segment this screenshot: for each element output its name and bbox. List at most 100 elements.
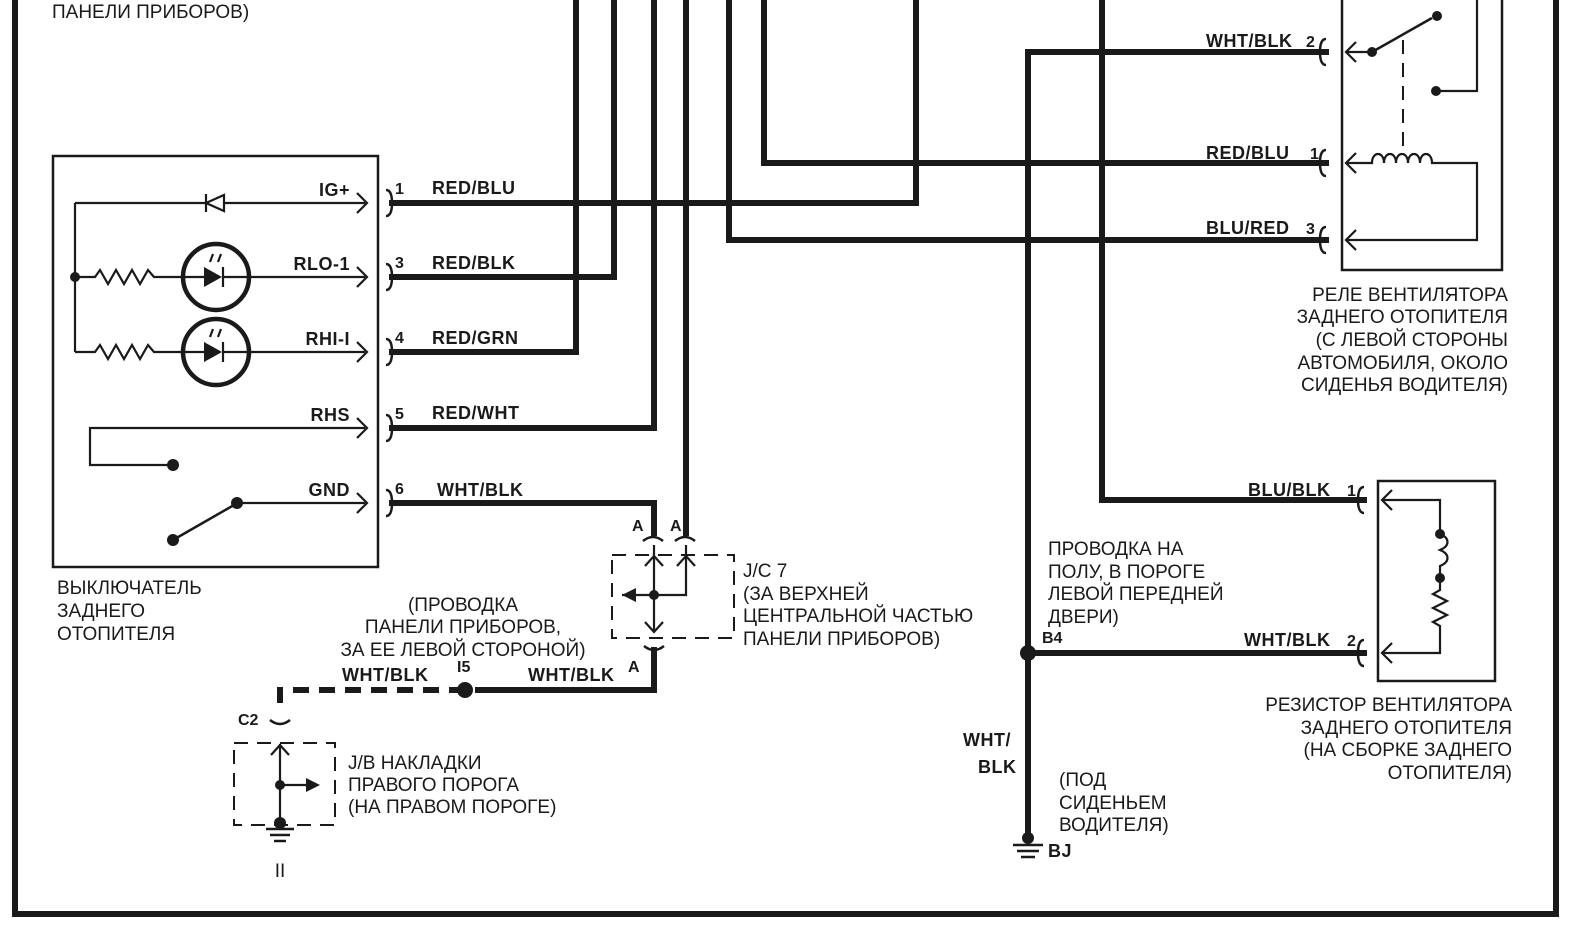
panel-wiring: (ПРОВОДКА ПАНЕЛИ ПРИБОРОВ, ЗА ЕЕ ЛЕВОЙ С… (277, 595, 614, 712)
svg-text:WHT/BLK: WHT/BLK (437, 480, 523, 500)
svg-text:I5: I5 (457, 659, 470, 676)
svg-text:A: A (628, 659, 640, 676)
wire-wht-blk-dashed (277, 687, 465, 712)
svg-text:5: 5 (395, 406, 404, 423)
ground-icon (266, 827, 294, 843)
svg-text:RHI-I: RHI-I (306, 329, 351, 349)
connector-socket-icon (1318, 37, 1327, 255)
svg-text:RED/BLU: RED/BLU (432, 178, 516, 198)
wire-red-wht (389, 0, 657, 431)
svg-text:C2: C2 (238, 712, 259, 729)
wire-blu-red-relay (726, 0, 1329, 243)
svg-text:II: II (275, 861, 286, 882)
svg-text:RED/BLU: RED/BLU (1206, 143, 1290, 163)
wire-red-blu-relay (761, 0, 1329, 166)
svg-text:(ЗА ВЕРХНЕЙ: (ЗА ВЕРХНЕЙ (743, 583, 869, 605)
ground-icon (1013, 843, 1043, 859)
resistor-icon (1382, 578, 1450, 655)
svg-text:WHT/BLK: WHT/BLK (1244, 630, 1330, 650)
svg-text:ПРОВОДКА НА: ПРОВОДКА НА (1048, 539, 1184, 560)
svg-text:АВТОМОБИЛЯ, ОКОЛО: АВТОМОБИЛЯ, ОКОЛО (1297, 353, 1508, 374)
svg-text:(НА СБОРКЕ ЗАДНЕГО: (НА СБОРКЕ ЗАДНЕГО (1304, 740, 1513, 761)
relay-coil-icon (1346, 152, 1479, 242)
svg-text:ПРАВОГО ПОРОГА: ПРАВОГО ПОРОГА (348, 775, 519, 796)
svg-text:РЕЛЕ ВЕНТИЛЯТОРА: РЕЛЕ ВЕНТИЛЯТОРА (1312, 285, 1508, 306)
wire-red-grn (389, 0, 579, 355)
connector-arrows-icon (1344, 41, 1357, 251)
svg-text:4: 4 (395, 330, 404, 347)
wire-red-blu-switch (389, 0, 919, 206)
svg-text:ЗАДНЕГО: ЗАДНЕГО (57, 601, 145, 622)
svg-text:ЗА ЕЕ ЛЕВОЙ СТОРОНОЙ): ЗА ЕЕ ЛЕВОЙ СТОРОНОЙ) (340, 639, 585, 661)
resistor-box (1376, 479, 1497, 683)
connector-arrows-icon (1380, 489, 1393, 664)
svg-text:GND: GND (309, 480, 351, 500)
thermal-fuse-icon (1437, 532, 1449, 578)
svg-text:ОТОПИТЕЛЯ): ОТОПИТЕЛЯ) (1388, 763, 1512, 784)
rear-heater-fan-relay: WHT/BLK 2 RED/BLU 1 BLU/RED 3 РЕЛЕ ВЕНТИ… (1206, 0, 1508, 396)
svg-text:ВЫКЛЮЧАТЕЛЬ: ВЫКЛЮЧАТЕЛЬ (57, 578, 202, 599)
diagram-frame (12, 0, 1559, 917)
svg-text:B4: B4 (1042, 630, 1063, 647)
svg-text:ЗАДНЕГО ОТОПИТЕЛЯ: ЗАДНЕГО ОТОПИТЕЛЯ (1297, 307, 1508, 328)
svg-text:RED/GRN: RED/GRN (432, 328, 519, 348)
svg-text:ДВЕРИ): ДВЕРИ) (1048, 607, 1119, 628)
svg-text:A: A (670, 518, 682, 535)
svg-text:J/B НАКЛАДКИ: J/B НАКЛАДКИ (348, 753, 482, 774)
connector-socket-icon (1356, 485, 1365, 668)
svg-text:BJ: BJ (1048, 841, 1072, 861)
svg-text:3: 3 (395, 255, 404, 272)
rear-heater-switch: IG+ RLO-1 RHI-I RHS GND 1 3 4 5 6 RED/BL… (51, 154, 523, 645)
svg-text:WHT/BLK: WHT/BLK (342, 665, 428, 685)
svg-text:ПОЛУ, В ПОРОГЕ: ПОЛУ, В ПОРОГЕ (1048, 562, 1205, 583)
wire-blu-blk (1099, 0, 1367, 503)
svg-text:WHT/BLK: WHT/BLK (1206, 31, 1292, 51)
switch-contact-icon (172, 503, 235, 542)
resistor-icon (75, 342, 183, 362)
connector-arrows-icon (356, 192, 369, 514)
rear-heater-fan-resistor: BLU/BLK 1 WHT/BLK 2 РЕЗИСТОР ВЕНТИЛЯТОРА… (1244, 479, 1513, 784)
svg-text:1: 1 (1310, 146, 1319, 163)
wire-wht-blk-gnd (389, 500, 657, 536)
svg-text:IG+: IG+ (319, 180, 350, 200)
floor-wiring: ПРОВОДКА НА ПОЛУ, В ПОРОГЕ ЛЕВОЙ ПЕРЕДНЕ… (963, 539, 1224, 861)
svg-text:ВОДИТЕЛЯ): ВОДИТЕЛЯ) (1059, 815, 1169, 836)
svg-text:1: 1 (1347, 483, 1356, 500)
svg-text:(НА ПРАВОМ ПОРОГЕ): (НА ПРАВОМ ПОРОГЕ) (348, 797, 556, 818)
resistor-icon (75, 267, 183, 287)
svg-text:BLU/BLK: BLU/BLK (1248, 480, 1331, 500)
svg-text:ПАНЕЛИ ПРИБОРОВ,: ПАНЕЛИ ПРИБОРОВ, (365, 617, 561, 638)
svg-text:ОТОПИТЕЛЯ: ОТОПИТЕЛЯ (57, 624, 175, 645)
junction-block-right-sill: C2 II J/B НАКЛАДКИ ПРАВОГО ПОРОГА (НА ПР… (233, 712, 556, 882)
svg-text:РЕЗИСТОР ВЕНТИЛЯТОРА: РЕЗИСТОР ВЕНТИЛЯТОРА (1265, 695, 1512, 716)
diode-icon (203, 193, 226, 213)
wire-wht-blk-jc (475, 647, 657, 693)
svg-text:1: 1 (395, 181, 404, 198)
svg-text:ПАНЕЛИ ПРИБОРОВ): ПАНЕЛИ ПРИБОРОВ) (743, 629, 940, 650)
svg-text:СИДЕНЬЯ ВОДИТЕЛЯ): СИДЕНЬЯ ВОДИТЕЛЯ) (1301, 375, 1508, 396)
svg-text:RHS: RHS (310, 405, 350, 425)
svg-text:СИДЕНЬЕМ: СИДЕНЬЕМ (1059, 793, 1167, 814)
relay-contact-icon (1371, 16, 1433, 54)
svg-text:WHT/BLK: WHT/BLK (528, 665, 614, 685)
connector-socket-icon (642, 535, 696, 543)
svg-text:(С ЛЕВОЙ СТОРОНЫ: (С ЛЕВОЙ СТОРОНЫ (1316, 329, 1508, 351)
svg-text:2: 2 (1306, 34, 1315, 51)
splice-b4 (1020, 645, 1036, 661)
wire-wht-blk-floor (1025, 49, 1329, 835)
svg-text:RLO-1: RLO-1 (294, 254, 351, 274)
svg-text:J/C 7: J/C 7 (743, 561, 787, 582)
svg-text:6: 6 (395, 481, 404, 498)
svg-text:2: 2 (1347, 633, 1356, 650)
svg-text:ЗАДНЕГО ОТОПИТЕЛЯ: ЗАДНЕГО ОТОПИТЕЛЯ (1301, 718, 1512, 739)
junction-connector-jc7: A A A J/C 7 (ЗА ВЕРХНЕЙ ЦЕНТРАЛЬНОЙ ЧАСТ… (475, 518, 973, 693)
svg-text:ЦЕНТРАЛЬНОЙ ЧАСТЬЮ: ЦЕНТРАЛЬНОЙ ЧАСТЬЮ (743, 605, 973, 627)
svg-text:(ПОД: (ПОД (1059, 770, 1106, 791)
wire-red-blk (389, 0, 617, 280)
svg-text:WHT/: WHT/ (963, 730, 1011, 750)
svg-text:RED/BLK: RED/BLK (432, 253, 516, 273)
svg-text:(ПРОВОДКА: (ПРОВОДКА (408, 595, 518, 616)
top-note: ПАНЕЛИ ПРИБОРОВ) (52, 2, 249, 23)
svg-text:RED/WHT: RED/WHT (432, 403, 520, 423)
